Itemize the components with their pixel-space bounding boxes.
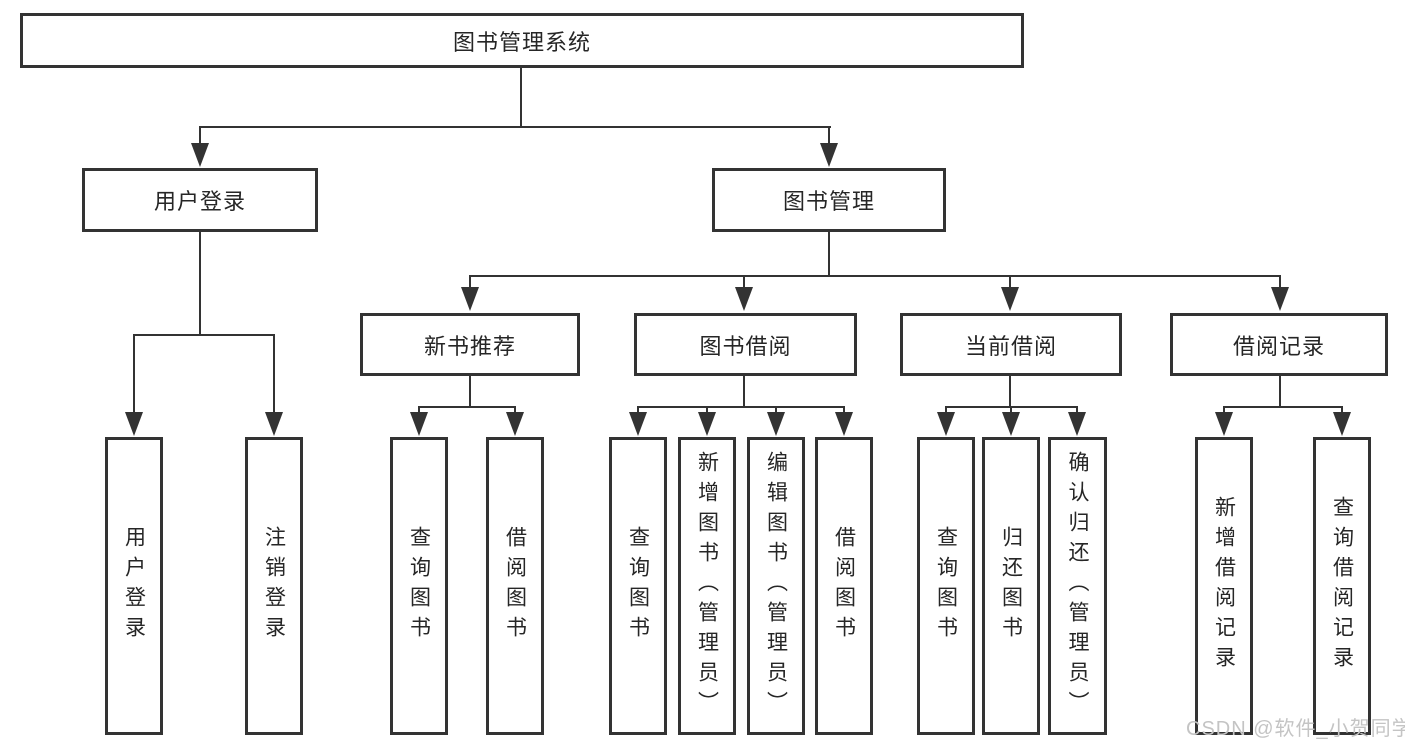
leaf-borrow-books-recommend: 借阅图书: [486, 437, 544, 735]
node-root: 图书管理系统: [20, 13, 1024, 68]
leaf-edit-book-admin-label: 编辑图书（管理员）: [764, 451, 788, 721]
connector-line: [520, 68, 522, 128]
node-current-borrowing: 当前借阅: [900, 313, 1122, 376]
leaf-query-books-current-label: 查询图书: [934, 526, 958, 646]
connector-line: [418, 406, 420, 416]
connector-line: [273, 334, 275, 414]
arrowhead-icon: [767, 412, 785, 436]
leaf-borrow-books-recommend-label: 借阅图书: [503, 526, 527, 646]
arrowhead-icon: [820, 143, 838, 167]
connector-line: [469, 376, 471, 408]
leaf-user-login: 用户登录: [105, 437, 163, 735]
connector-line: [775, 406, 777, 416]
connector-line: [469, 275, 471, 289]
arrowhead-icon: [629, 412, 647, 436]
connector-line: [1009, 376, 1011, 408]
connector-line: [1076, 406, 1078, 416]
connector-line: [743, 275, 745, 289]
arrowhead-icon: [698, 412, 716, 436]
connector-line: [1224, 406, 1343, 408]
leaf-borrow-books-borrow-label: 借阅图书: [832, 526, 856, 646]
leaf-query-books-current: 查询图书: [917, 437, 975, 735]
node-current-borrowing-label: 当前借阅: [964, 333, 1057, 359]
node-root-label: 图书管理系统: [452, 29, 591, 55]
leaf-query-books-borrow-label: 查询图书: [626, 526, 650, 646]
node-book-borrowing-label: 图书借阅: [699, 333, 792, 359]
node-borrowing-records: 借阅记录: [1170, 313, 1388, 376]
connector-line: [1341, 406, 1343, 416]
leaf-add-book-admin-label: 新增图书（管理员）: [695, 451, 719, 721]
node-new-book-recommend: 新书推荐: [360, 313, 580, 376]
connector-line: [946, 406, 1078, 408]
arrowhead-icon: [937, 412, 955, 436]
node-user-login: 用户登录: [82, 168, 318, 232]
arrowhead-icon: [1001, 287, 1019, 311]
connector-line: [199, 126, 831, 128]
leaf-logout-label: 注销登录: [262, 526, 286, 646]
connector-line: [419, 406, 516, 408]
connector-line: [1223, 406, 1225, 416]
node-user-login-label: 用户登录: [153, 189, 246, 214]
node-book-borrowing: 图书借阅: [634, 313, 857, 376]
leaf-confirm-return-admin: 确认归还（管理员）: [1048, 437, 1107, 735]
leaf-return-book-label: 归还图书: [999, 526, 1023, 646]
connector-line: [828, 126, 830, 146]
connector-line: [706, 406, 708, 416]
connector-line: [1010, 406, 1012, 416]
connector-line: [637, 406, 639, 416]
node-new-book-recommend-label: 新书推荐: [423, 333, 516, 359]
connector-line: [199, 232, 201, 336]
leaf-query-books-borrow: 查询图书: [609, 437, 667, 735]
arrowhead-icon: [506, 412, 524, 436]
arrowhead-icon: [1271, 287, 1289, 311]
leaf-logout: 注销登录: [245, 437, 303, 735]
arrowhead-icon: [125, 412, 143, 436]
leaf-query-borrow-record-label: 查询借阅记录: [1330, 496, 1354, 676]
leaf-add-borrow-record-label: 新增借阅记录: [1212, 496, 1236, 676]
csdn-watermark: CSDN @软件_小贺同学: [1186, 718, 1405, 740]
arrowhead-icon: [265, 412, 283, 436]
leaf-return-book: 归还图书: [982, 437, 1040, 735]
arrowhead-icon: [410, 412, 428, 436]
leaf-query-borrow-record: 查询借阅记录: [1313, 437, 1371, 735]
connector-line: [638, 406, 845, 408]
arrowhead-icon: [1068, 412, 1086, 436]
connector-line: [133, 334, 135, 414]
leaf-confirm-return-admin-label: 确认归还（管理员）: [1066, 451, 1089, 721]
connector-line: [743, 376, 745, 408]
connector-line: [843, 406, 845, 416]
leaf-query-books-recommend-label: 查询图书: [407, 526, 431, 646]
connector-line: [1009, 275, 1011, 289]
node-book-management-label: 图书管理: [782, 189, 875, 214]
arrowhead-icon: [461, 287, 479, 311]
leaf-edit-book-admin: 编辑图书（管理员）: [747, 437, 805, 735]
leaf-user-login-label: 用户登录: [122, 526, 146, 646]
connector-line: [470, 275, 1281, 277]
node-borrowing-records-label: 借阅记录: [1232, 333, 1325, 359]
arrowhead-icon: [1215, 412, 1233, 436]
connector-line: [945, 406, 947, 416]
arrowhead-icon: [835, 412, 853, 436]
connector-line: [828, 232, 830, 277]
leaf-query-books-recommend: 查询图书: [390, 437, 448, 735]
leaf-add-book-admin: 新增图书（管理员）: [678, 437, 736, 735]
leaf-borrow-books-borrow: 借阅图书: [815, 437, 873, 735]
node-book-management: 图书管理: [712, 168, 946, 232]
connector-line: [133, 334, 275, 336]
connector-line: [514, 406, 516, 416]
leaf-add-borrow-record: 新增借阅记录: [1195, 437, 1253, 735]
arrowhead-icon: [1333, 412, 1351, 436]
arrowhead-icon: [735, 287, 753, 311]
arrowhead-icon: [1002, 412, 1020, 436]
connector-line: [199, 126, 201, 146]
connector-line: [1279, 376, 1281, 408]
connector-line: [1279, 275, 1281, 289]
arrowhead-icon: [191, 143, 209, 167]
